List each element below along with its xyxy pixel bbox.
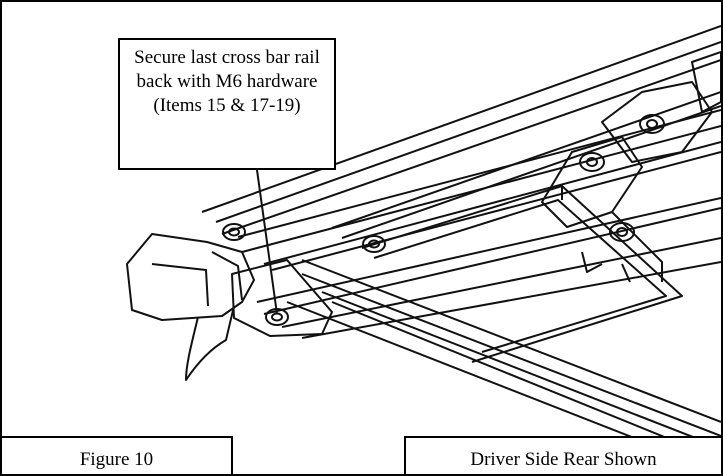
cross-bar — [286, 259, 721, 473]
mount-brackets — [541, 51, 721, 283]
callout-line-2: back with M6 hardware — [136, 71, 318, 92]
callout-box: Secure last cross bar rail back with M6 … — [118, 38, 336, 170]
callout-line-3: (Items 15 & 17-19) — [153, 95, 301, 116]
callout-line-1: Secure last cross bar rail — [134, 47, 320, 68]
leader-line — [256, 169, 278, 315]
figure-caption: Figure 10 — [2, 436, 233, 474]
inner-frame — [361, 185, 683, 363]
view-caption: Driver Side Rear Shown — [404, 436, 721, 474]
end-cap — [126, 233, 255, 381]
bracket — [222, 223, 386, 337]
